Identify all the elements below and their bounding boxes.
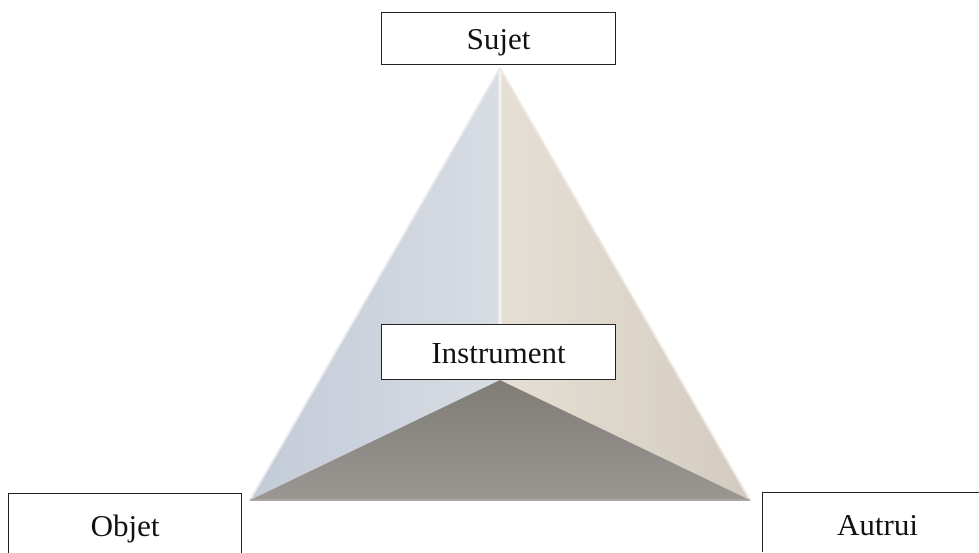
instrument-label: Instrument — [431, 334, 566, 370]
autrui-label-box: Autrui — [762, 492, 979, 552]
pyramid-left-edge — [249, 67, 501, 501]
sujet-label: Sujet — [466, 21, 531, 56]
objet-label-box: Objet — [8, 493, 242, 553]
instrument-label-box: Instrument — [381, 324, 616, 380]
sujet-label-box: Sujet — [381, 12, 616, 65]
pyramid-right-edge — [499, 67, 751, 501]
objet-label: Objet — [90, 508, 160, 543]
autrui-label: Autrui — [837, 507, 918, 542]
pyramid-bottom-face — [250, 380, 750, 500]
